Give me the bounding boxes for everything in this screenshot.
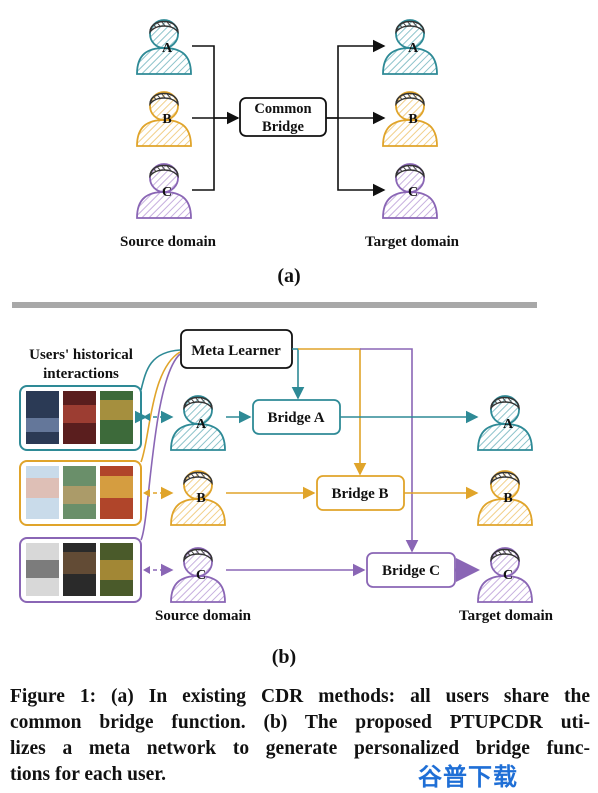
- user-letter: B: [196, 491, 205, 506]
- panel-separator: [12, 302, 537, 308]
- bridge-b-label: Bridge B: [331, 486, 388, 502]
- history-c-to-meta: [140, 353, 181, 541]
- history-label-line1: Users' historical: [29, 347, 133, 363]
- target-domain-label-a: Target domain: [365, 234, 460, 250]
- user-letter: B: [408, 112, 417, 127]
- user-letter: A: [162, 41, 173, 56]
- bridge-a-label: Bridge A: [267, 410, 324, 426]
- figure-caption: Figure 1: (a) In existing CDR methods: a…: [10, 684, 590, 788]
- watermark-logo: 谷普下载: [418, 763, 518, 791]
- bridge-c-box: [366, 552, 456, 588]
- connector-a-in: [192, 45, 240, 125]
- bridge-c-label: Bridge C: [382, 563, 440, 579]
- user-letter: B: [503, 491, 512, 506]
- user-letter: C: [408, 185, 418, 200]
- user-a-source-icon: [170, 395, 226, 451]
- panel-b-sublabel: (b): [272, 646, 296, 668]
- user-c-target-icon: [382, 163, 438, 219]
- user-c-target-icon: [477, 547, 533, 603]
- common-bridge-line1: Common: [254, 101, 311, 117]
- meta-to-bridge-c: [360, 348, 419, 553]
- user-a-source-icon: [136, 19, 192, 75]
- target-domain-label-b: Target domain: [459, 608, 554, 624]
- caption-line: lizes a meta network to generate persona…: [10, 738, 590, 759]
- connector-c-in: [192, 118, 215, 191]
- meta-learner-label: Meta Learner: [191, 343, 281, 359]
- user-letter: A: [196, 417, 207, 432]
- source-domain-label-a: Source domain: [120, 234, 217, 250]
- user-c-source-icon: [170, 547, 226, 603]
- movie-poster: [26, 391, 59, 444]
- panel-b: Users' historical interactions Me: [19, 329, 554, 668]
- bridge-a-box: [252, 399, 341, 435]
- history-a-to-meta: [140, 349, 181, 391]
- user-letter: C: [196, 568, 206, 583]
- user-letter: A: [503, 417, 514, 432]
- user-letter: A: [408, 41, 419, 56]
- user-letter: C: [162, 185, 172, 200]
- history-label-line2: interactions: [43, 366, 119, 382]
- common-bridge-box: [239, 97, 327, 137]
- source-domain-label-b: Source domain: [155, 608, 252, 624]
- panel-a-sublabel: (a): [277, 265, 300, 287]
- user-a-target-icon: [382, 19, 438, 75]
- connector-out-a: [326, 39, 386, 119]
- caption-line: tions for each user.: [10, 764, 166, 785]
- user-c-source-icon: [136, 163, 192, 219]
- user-letter: B: [162, 112, 171, 127]
- history-b-to-meta: [140, 351, 181, 463]
- user-a-target-icon: [477, 395, 533, 451]
- user-b-source-icon: [170, 470, 226, 526]
- user-b-target-icon: [477, 470, 533, 526]
- user-b-target-icon: [382, 91, 438, 147]
- caption-line: common bridge function. (b) The proposed…: [10, 712, 590, 733]
- connector-out-c: [337, 118, 386, 197]
- caption-line: Figure 1: (a) In existing CDR methods: a…: [10, 686, 590, 707]
- user-b-source-icon: [136, 91, 192, 147]
- bridge-b-box: [316, 475, 405, 511]
- user-letter: C: [503, 568, 513, 583]
- panel-a: A B C A B C Common Bridge Source domain …: [120, 19, 460, 287]
- common-bridge-line2: Bridge: [262, 119, 304, 135]
